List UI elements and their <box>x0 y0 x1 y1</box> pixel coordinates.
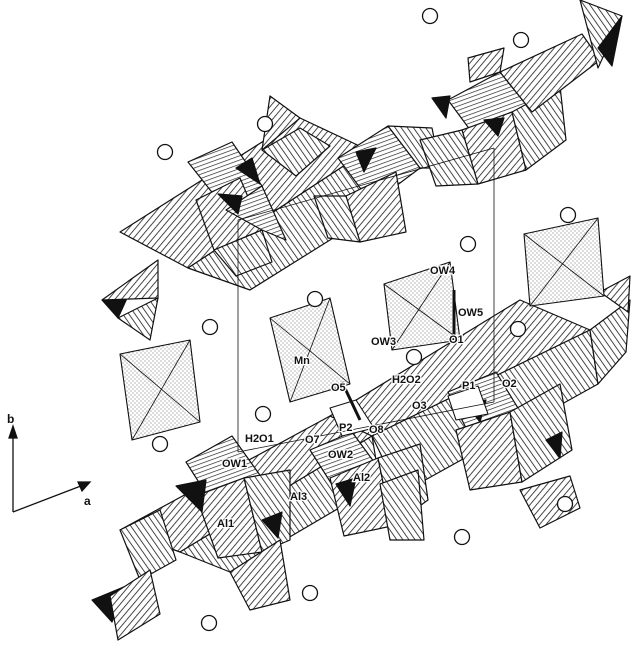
a-axis-label: a <box>84 494 91 508</box>
open-circle <box>256 115 274 133</box>
b-axis-arrowhead <box>8 423 18 439</box>
label-o1: O1 <box>449 334 464 346</box>
open-circle <box>512 31 530 49</box>
label-o3: O3 <box>412 400 427 412</box>
label-h2o2: H2O2 <box>392 374 421 386</box>
label-al1: Al1 <box>217 518 234 530</box>
open-circle <box>459 235 477 253</box>
open-circle <box>301 584 319 602</box>
open-circle <box>200 614 218 632</box>
a-axis-arrowhead <box>76 481 92 493</box>
unit-cell-outline <box>237 147 495 453</box>
label-o2: O2 <box>502 378 517 390</box>
open-circle <box>421 7 439 25</box>
upper-polyhedral-chain <box>101 0 623 341</box>
open-circle <box>306 290 324 308</box>
label-h2o1: H2O1 <box>245 433 274 445</box>
label-ow1: OW1 <box>222 458 247 470</box>
label-ow4: OW4 <box>430 265 456 277</box>
label-ow2: OW2 <box>328 449 353 461</box>
lower-polyhedral-chain <box>91 275 631 641</box>
open-circle <box>405 348 423 366</box>
open-circle <box>156 143 174 161</box>
label-p2: P2 <box>339 422 352 434</box>
label-o5: O5 <box>331 382 346 394</box>
b-axis-label: b <box>7 412 14 426</box>
label-al2: Al2 <box>353 472 370 484</box>
open-circle <box>556 495 574 513</box>
label-ow5: OW5 <box>458 307 483 319</box>
open-circle <box>151 435 169 453</box>
atom-labels: OW4 OW5 OW3 O1 Mn H2O2 O5 P1 O2 O3 P2 O8… <box>216 264 518 532</box>
label-ow3: OW3 <box>371 336 396 348</box>
axis-indicator <box>8 423 92 513</box>
label-mn: Mn <box>294 355 310 367</box>
dotted-polyhedra <box>119 217 605 441</box>
open-circle <box>559 206 577 224</box>
open-circle <box>201 318 219 336</box>
label-o8: O8 <box>369 424 384 436</box>
open-circle <box>254 405 272 423</box>
open-circle <box>453 528 471 546</box>
label-al3: Al3 <box>290 491 307 503</box>
label-p1: P1 <box>462 380 475 392</box>
open-circles <box>151 7 577 632</box>
open-circle <box>509 320 527 338</box>
label-o7: O7 <box>305 434 320 446</box>
